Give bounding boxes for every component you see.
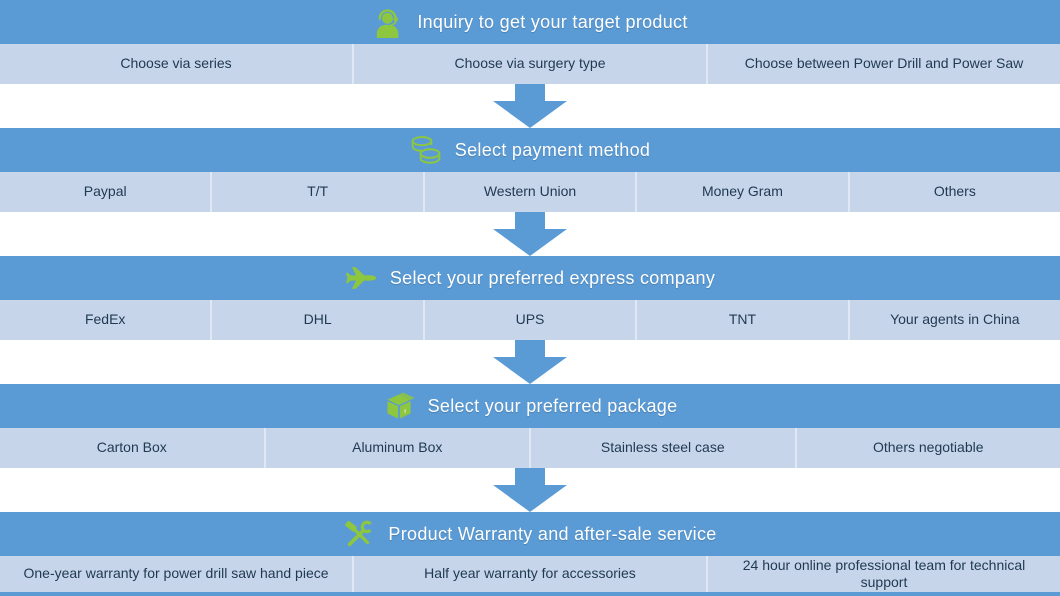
coins-icon — [410, 133, 442, 167]
option-label: T/T — [307, 183, 329, 200]
option-cell: Paypal — [0, 172, 213, 212]
option-cell: Choose between Power Drill and Power Saw — [708, 44, 1060, 84]
option-label: Stainless steel case — [600, 439, 725, 456]
option-cell: FedEx — [0, 300, 213, 340]
option-cell: Carton Box — [0, 428, 266, 468]
section-header-package: Select your preferred package — [0, 384, 1060, 428]
option-row-express: FedEx DHL UPS TNT Your agents in China — [0, 300, 1060, 340]
section-title: Product Warranty and after-sale service — [388, 523, 717, 544]
section-header-inquiry: Inquiry to get your target product — [0, 0, 1060, 44]
option-row-warranty: One-year warranty for power drill saw ha… — [0, 556, 1060, 596]
flow-gap — [0, 340, 1060, 384]
option-label: FedEx — [84, 311, 126, 328]
option-label: Choose via series — [120, 55, 232, 72]
option-cell: TNT — [637, 300, 850, 340]
option-label: Western Union — [483, 183, 577, 200]
headset-icon — [372, 5, 404, 39]
option-label: UPS — [515, 311, 545, 328]
section-package: Select your preferred package Carton Box… — [0, 384, 1060, 468]
option-cell: Stainless steel case — [531, 428, 797, 468]
section-header-payment: Select payment method — [0, 128, 1060, 172]
option-label: DHL — [303, 311, 332, 328]
section-title: Inquiry to get your target product — [417, 11, 688, 32]
option-label: Money Gram — [701, 183, 783, 200]
option-cell: DHL — [212, 300, 425, 340]
tools-icon — [343, 517, 376, 551]
option-label: Others negotiable — [872, 439, 984, 456]
section-header-express: Select your preferred express company — [0, 256, 1060, 300]
section-inquiry: Inquiry to get your target product Choos… — [0, 0, 1060, 84]
flow-gap — [0, 84, 1060, 128]
option-row-package: Carton Box Aluminum Box Stainless steel ca… — [0, 428, 1060, 468]
option-label: Half year warranty for accessories — [424, 565, 636, 582]
package-icon — [383, 389, 415, 423]
option-label: Paypal — [83, 183, 127, 200]
option-label: Choose via surgery type — [454, 55, 606, 72]
down-arrow-icon — [493, 212, 567, 256]
option-cell: Money Gram — [637, 172, 850, 212]
section-express: Select your preferred express company Fe… — [0, 256, 1060, 340]
option-label: Aluminum Box — [352, 439, 443, 456]
option-cell: Choose via series — [0, 44, 354, 84]
option-cell: One-year warranty for power drill saw ha… — [0, 556, 354, 592]
option-cell: 24 hour online professional team for tec… — [708, 556, 1060, 592]
section-header-warranty: Product Warranty and after-sale service — [0, 512, 1060, 556]
down-arrow-icon — [493, 84, 567, 128]
option-label: One-year warranty for power drill saw ha… — [23, 565, 329, 582]
option-cell: Others negotiable — [797, 428, 1060, 468]
option-cell: T/T — [212, 172, 425, 212]
option-label: 24 hour online professional team for tec… — [742, 556, 1026, 590]
option-row-inquiry: Choose via series Choose via surgery type… — [0, 44, 1060, 84]
down-arrow-icon — [493, 340, 567, 384]
option-label: TNT — [728, 311, 757, 328]
flow-gap — [0, 468, 1060, 512]
option-cell: UPS — [425, 300, 638, 340]
option-cell: Your agents in China — [850, 300, 1060, 340]
section-title: Select your preferred package — [427, 395, 678, 416]
section-title: Select your preferred express company — [389, 267, 716, 288]
option-cell: Western Union — [425, 172, 638, 212]
option-cell: Half year warranty for accessories — [354, 556, 708, 592]
down-arrow-icon — [493, 468, 567, 512]
option-label: Choose between Power Drill and Power Saw — [744, 55, 1024, 72]
option-cell: Others — [850, 172, 1060, 212]
section-title: Select payment method — [454, 139, 651, 160]
option-label: Carton Box — [96, 439, 167, 456]
option-label: Your agents in China — [890, 311, 1020, 328]
flow-gap — [0, 212, 1060, 256]
section-payment: Select payment method Paypal T/T Western U… — [0, 128, 1060, 212]
option-row-payment: Paypal T/T Western Union Money Gram Others — [0, 172, 1060, 212]
section-warranty: Product Warranty and after-sale service … — [0, 512, 1060, 596]
option-cell: Choose via surgery type — [354, 44, 708, 84]
airplane-icon — [345, 261, 377, 295]
option-label: Others — [933, 183, 976, 200]
option-cell: Aluminum Box — [266, 428, 531, 468]
